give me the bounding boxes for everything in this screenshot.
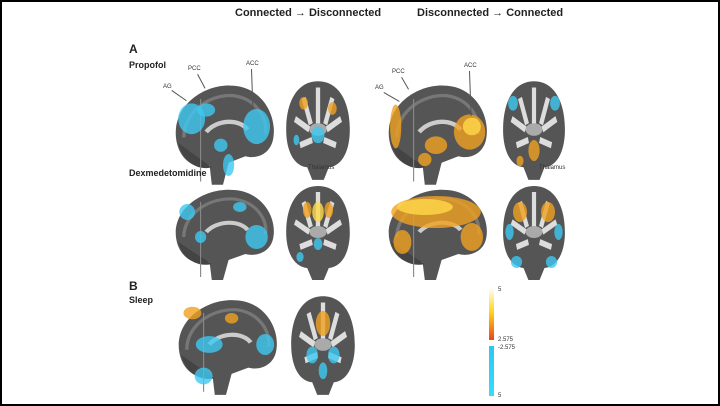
- activation-blob: [508, 95, 518, 111]
- label-thalamus-left: Thalamus: [308, 165, 335, 171]
- row-label-propofol: Propofol: [129, 60, 166, 70]
- activation-blob: [312, 202, 324, 222]
- brain-propofol-ctd-coronal: [286, 81, 350, 180]
- activation-blob: [528, 140, 540, 161]
- activation-blob: [505, 224, 514, 240]
- brain-sleep-sagittal: [178, 300, 277, 395]
- activation-blob: [554, 224, 563, 240]
- row-label-sleep: Sleep: [129, 295, 154, 305]
- activation-blob: [516, 155, 524, 167]
- activation-blob: [296, 252, 304, 262]
- activation-blob: [245, 225, 268, 249]
- activation-blob: [510, 256, 523, 268]
- brain-dex-dtc-coronal: [503, 186, 565, 280]
- activation-blob: [393, 230, 412, 254]
- brain-dex-dtc-sagittal: [388, 189, 487, 280]
- activation-blob: [541, 202, 555, 222]
- activation-blob: [306, 346, 318, 364]
- activation-blob: [418, 152, 432, 167]
- brain-propofol-dtc-sagittal: [388, 85, 487, 185]
- brain-propofol-dtc-coronal: [503, 81, 565, 180]
- header-connected-to-disconnected: Connected → Disconnected: [235, 7, 382, 19]
- header-disconnected-to-connected: Disconnected → Connected: [417, 7, 564, 19]
- activation-blob: [214, 138, 228, 152]
- colorbar-neg-max: 5: [498, 393, 502, 399]
- brain-dex-ctd-coronal: [286, 186, 350, 280]
- activation-blob: [311, 126, 325, 144]
- activation-blob: [396, 199, 453, 215]
- activation-blob: [299, 96, 308, 110]
- activation-blob: [328, 346, 340, 364]
- activation-blob: [460, 223, 484, 251]
- activation-blob: [315, 310, 331, 337]
- label-ag-right: AG: [375, 85, 384, 91]
- activation-blob: [545, 256, 558, 268]
- activation-blob: [550, 95, 560, 111]
- activation-blob: [179, 204, 195, 220]
- label-pcc-left: PCC: [188, 66, 201, 72]
- activation-blob: [183, 306, 202, 320]
- label-ag-left: AG: [163, 84, 172, 90]
- activation-blob: [424, 136, 448, 154]
- activation-blob: [318, 362, 328, 380]
- activation-blob: [313, 238, 323, 250]
- activation-blob: [197, 103, 216, 117]
- activation-blob: [462, 117, 481, 136]
- colorbar-positive: [489, 290, 494, 340]
- activation-blob: [195, 336, 223, 353]
- activation-blob: [328, 102, 337, 115]
- colorbar-pos-max: 5: [498, 287, 502, 293]
- activation-blob: [223, 154, 235, 176]
- activation-blob: [390, 104, 402, 149]
- brain-sleep-coronal: [291, 296, 355, 395]
- activation-blob: [256, 334, 275, 355]
- brain-dex-ctd-sagittal: [175, 189, 274, 280]
- activation-blob: [224, 313, 239, 324]
- activation-blob: [302, 202, 312, 218]
- panel-label-b: B: [129, 279, 138, 293]
- colorbar-pos-min: 2.575: [498, 337, 514, 343]
- row-label-dexmedetomidine: Dexmedetomidine: [129, 168, 207, 178]
- activation-blob: [293, 134, 300, 146]
- panel-label-a: A: [129, 42, 138, 56]
- activation-blob: [194, 367, 213, 385]
- label-acc-right: ACC: [464, 63, 477, 69]
- activation-blob: [233, 202, 247, 212]
- label-pcc-right: PCC: [392, 69, 405, 75]
- activation-blob: [324, 202, 334, 218]
- colorbar-neg-min: -2.575: [498, 345, 516, 351]
- activation-blob: [195, 231, 207, 243]
- brain-propofol-ctd-sagittal: [175, 85, 274, 185]
- activation-blob: [243, 108, 271, 145]
- label-thalamus-right: Thalamus: [539, 165, 566, 171]
- colorbar-negative: [489, 346, 494, 396]
- activation-blob: [513, 202, 527, 222]
- label-acc-left: ACC: [246, 61, 259, 67]
